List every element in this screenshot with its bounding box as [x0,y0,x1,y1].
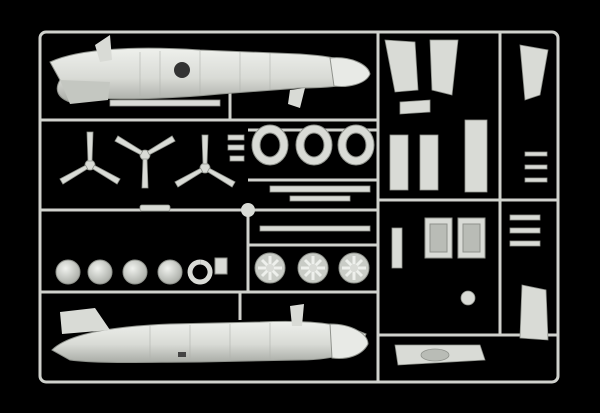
strut-parts [109,99,371,232]
wheels [55,257,228,285]
sprue-gate [241,203,255,217]
cowling-rings [251,124,375,166]
tail-fins [384,39,549,341]
radial-engines [254,252,370,284]
fuselage-panels [389,119,548,366]
fuselage-half-top [49,35,371,108]
propellers [59,131,236,212]
fuselage-half-bottom [51,304,369,363]
seats [424,217,486,259]
